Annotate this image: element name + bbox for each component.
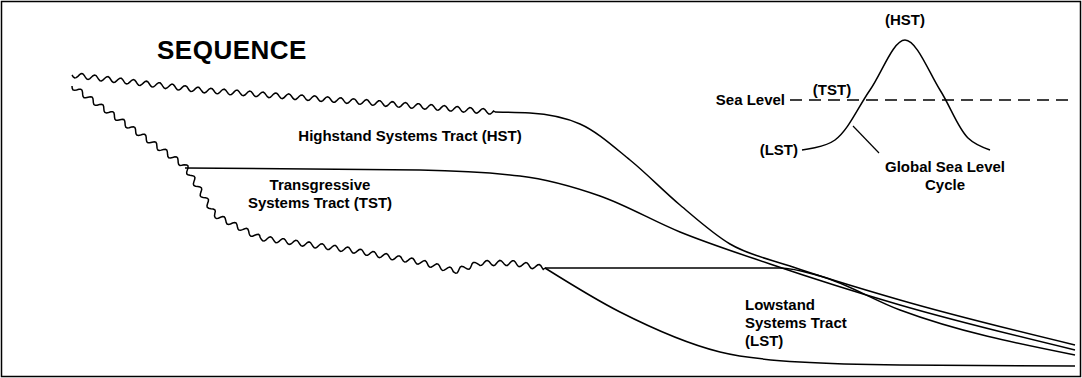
tract-label: Highstand Systems Tract (HST): [298, 127, 521, 145]
curve-caption: Global Sea Level Cycle: [878, 158, 1013, 194]
curve-label: (HST): [885, 11, 925, 29]
sequence-boundary: [72, 86, 545, 273]
sea-level-curve: [802, 40, 990, 150]
sequence-boundary: [72, 74, 495, 114]
stratal-surface: [545, 268, 1075, 355]
tract-label: Transgressive Systems Tract (TST): [240, 176, 400, 212]
sea-level-line: [790, 99, 1075, 101]
stratal-surface: [185, 168, 1075, 350]
tract-label: Lowstand Systems Tract (LST): [745, 296, 855, 350]
strata-lines: [72, 40, 1075, 366]
sea-level-label: Sea Level: [716, 91, 785, 109]
stratal-surface: [545, 268, 1075, 366]
curve-label: (LST): [760, 141, 798, 159]
curve-label: (TST): [811, 81, 853, 99]
leader-line: [853, 126, 879, 153]
diagram-title: SEQUENCE: [157, 35, 307, 65]
